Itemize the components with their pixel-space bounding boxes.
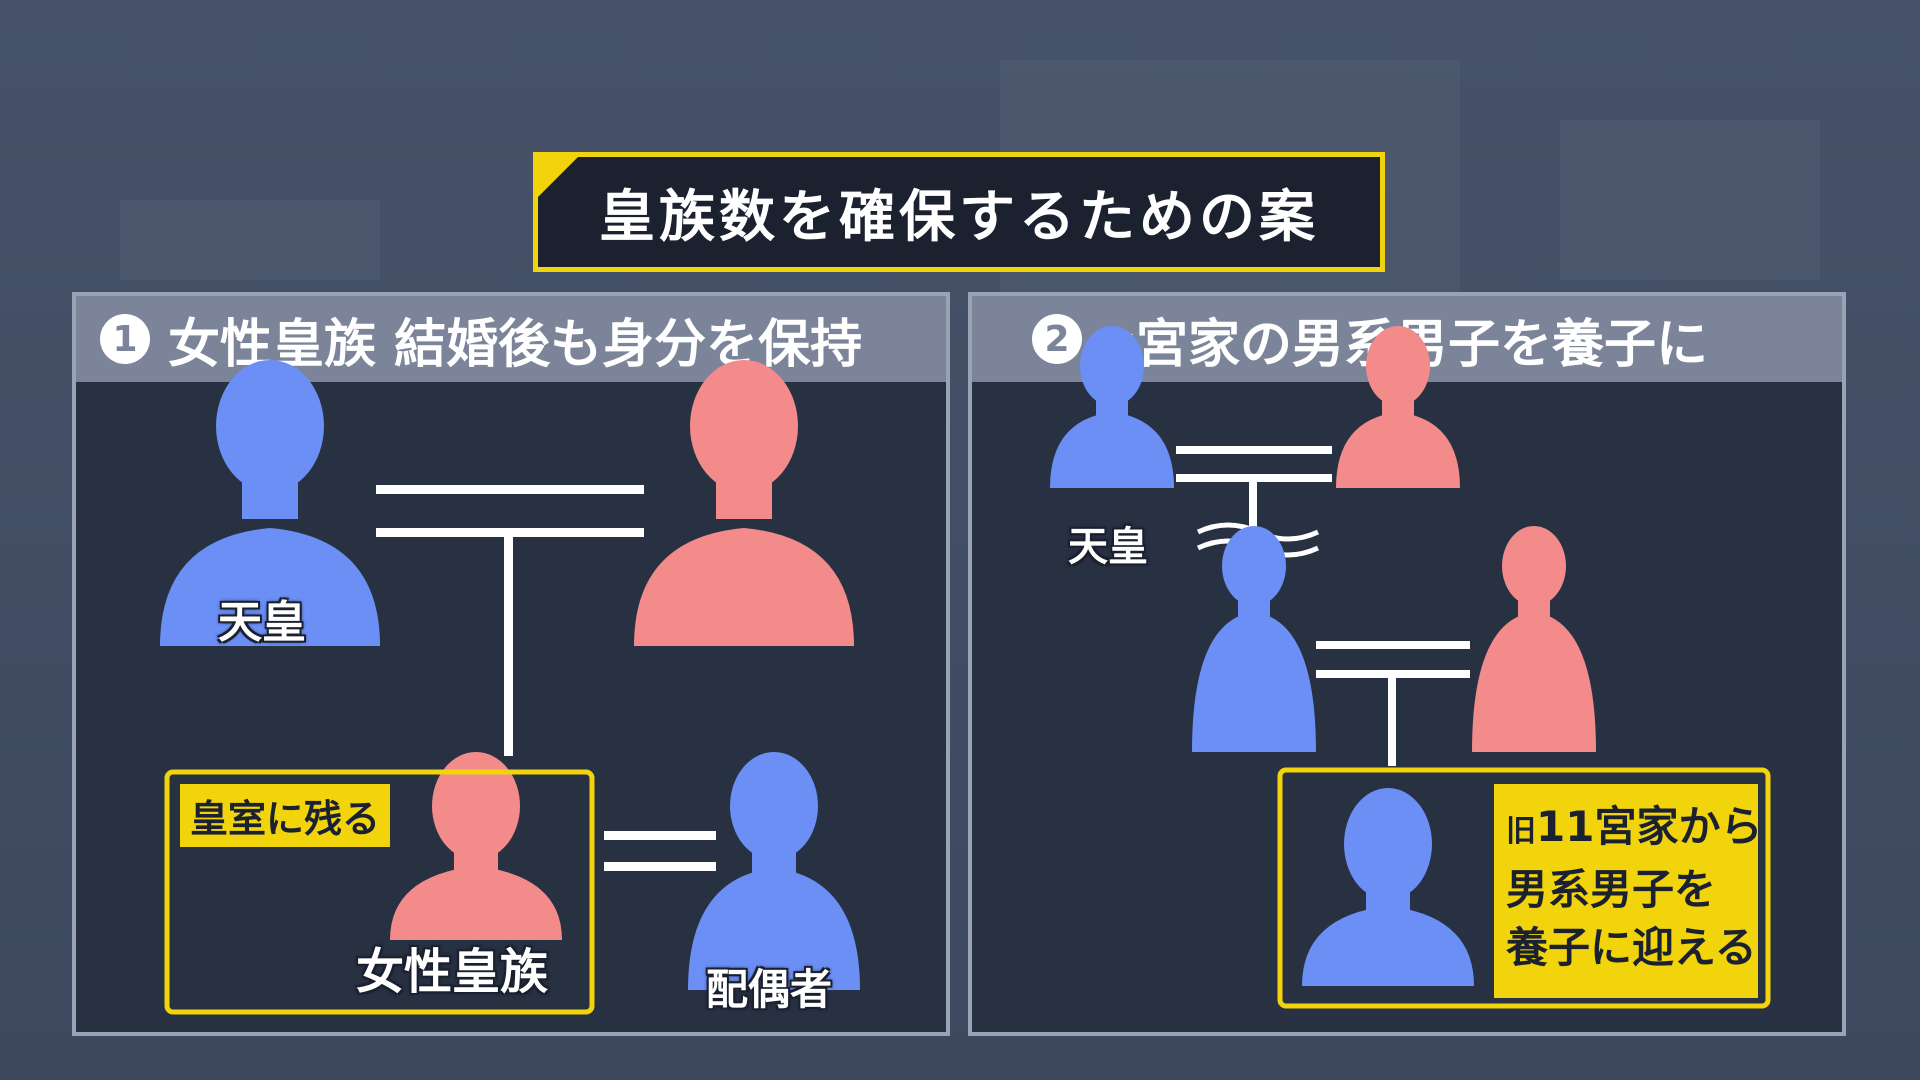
spouse-marriage-line-bottom — [604, 862, 716, 871]
remain-in-imperial-family-tag: 皇室に残る — [180, 784, 391, 847]
panel-option-1: 1 女性皇族 結婚後も身分を保持 — [72, 292, 950, 1036]
adopted-son-figure — [1302, 788, 1474, 986]
diagram-title-box: 皇族数を確保するための案 — [533, 152, 1385, 272]
title-corner-accent — [538, 157, 580, 199]
female-royal-label: 女性皇族 — [356, 944, 549, 1000]
adopted-son-highlight-box — [1277, 767, 1771, 1009]
emperor-label: 天皇 — [218, 597, 306, 648]
panel-1-family-tree — [160, 360, 860, 1015]
number-badge-1: 1 — [100, 314, 150, 364]
diagram-title: 皇族数を確保するための案 — [599, 184, 1319, 250]
top-marriage-line-top — [1176, 446, 1332, 454]
number-badge-2: 2 — [1032, 314, 1082, 364]
empress-figure — [1336, 326, 1460, 488]
panel-option-2: 2 旧宮家の男系男子を養子に — [968, 292, 1846, 1036]
former-branch-mother-figure — [1472, 526, 1596, 752]
mid-marriage-line-top — [1316, 641, 1470, 649]
adoption-note-line-3: 養子に迎える — [1506, 923, 1757, 972]
adoption-note-line-1-main: 11宮家から — [1536, 802, 1763, 851]
emperor-figure — [1050, 326, 1174, 488]
mid-descent-line — [1388, 674, 1396, 766]
descent-line — [504, 532, 513, 756]
remain-highlight-box — [164, 769, 595, 1015]
spouse-marriage-line-top — [604, 831, 716, 840]
background-shape — [120, 200, 380, 280]
marriage-line-top — [376, 485, 644, 494]
empress-figure — [634, 360, 854, 646]
female-royal-figure — [390, 752, 562, 940]
adoption-note-line-1-prefix: 旧 — [1506, 814, 1536, 849]
background-shape — [1560, 120, 1820, 280]
emperor-label: 天皇 — [1068, 524, 1148, 570]
spouse-figure — [688, 752, 860, 990]
emperor-figure — [160, 360, 380, 646]
adoption-note-line-2: 男系男子を — [1506, 865, 1717, 914]
panel-2-family-tree — [1050, 326, 1771, 1009]
adoption-note-line-1: 旧11宮家から — [1506, 798, 1762, 861]
spouse-label: 配偶者 — [706, 965, 833, 1014]
adoption-note: 旧11宮家から 男系男子を 養子に迎える — [1494, 784, 1762, 998]
former-branch-father-figure — [1192, 526, 1316, 752]
top-descent-line — [1249, 478, 1257, 566]
